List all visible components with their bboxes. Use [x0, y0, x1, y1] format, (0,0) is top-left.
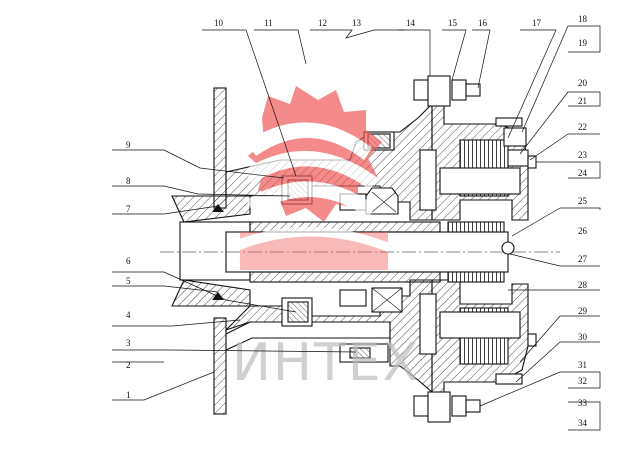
callout-7: 7 [126, 204, 131, 214]
intekh-watermark: ИНТЕХ [232, 86, 420, 393]
planet-housing [419, 103, 529, 403]
callout-1: 1 [126, 390, 131, 400]
callout-6: 6 [126, 256, 131, 266]
callout-13: 13 [352, 18, 362, 28]
callout-5: 5 [126, 276, 131, 286]
callout-32: 32 [578, 376, 587, 386]
gear-sun-logo [236, 86, 392, 270]
callout-29: 29 [578, 306, 588, 316]
callout-4: 4 [126, 310, 131, 320]
callout-25: 25 [578, 196, 588, 206]
callout-14: 14 [406, 18, 416, 28]
callout-9: 9 [126, 140, 131, 150]
leader-lines [112, 25, 601, 431]
callout-26: 26 [578, 226, 588, 236]
callout-20: 20 [578, 78, 588, 88]
callout-34: 34 [578, 418, 588, 428]
flange-bolts [339, 75, 537, 423]
callout-18: 18 [578, 14, 588, 24]
callout-17: 17 [532, 18, 542, 28]
callout-23: 23 [578, 150, 588, 160]
input-sleeve [171, 195, 251, 307]
callout-22: 22 [578, 122, 587, 132]
callout-31: 31 [578, 360, 587, 370]
callout-30: 30 [578, 332, 588, 342]
callout-2: 2 [126, 360, 131, 370]
callout-15: 15 [448, 18, 458, 28]
callout-labels: 9 8 7 6 5 4 3 2 1 10 11 12 13 14 15 16 1… [126, 14, 588, 428]
watermark-text: ИНТЕХ [232, 333, 420, 393]
callout-19: 19 [578, 38, 588, 48]
housing-lower [225, 279, 433, 394]
callout-3: 3 [126, 338, 131, 348]
callout-28: 28 [578, 280, 588, 290]
mounting-wall [213, 87, 391, 415]
callout-16: 16 [478, 18, 488, 28]
callout-10: 10 [214, 18, 224, 28]
callout-21: 21 [578, 96, 587, 106]
callout-12: 12 [318, 18, 327, 28]
callout-8: 8 [126, 176, 131, 186]
callout-27: 27 [578, 254, 588, 264]
callout-33: 33 [578, 398, 588, 408]
callout-11: 11 [264, 18, 273, 28]
callout-24: 24 [578, 168, 588, 178]
